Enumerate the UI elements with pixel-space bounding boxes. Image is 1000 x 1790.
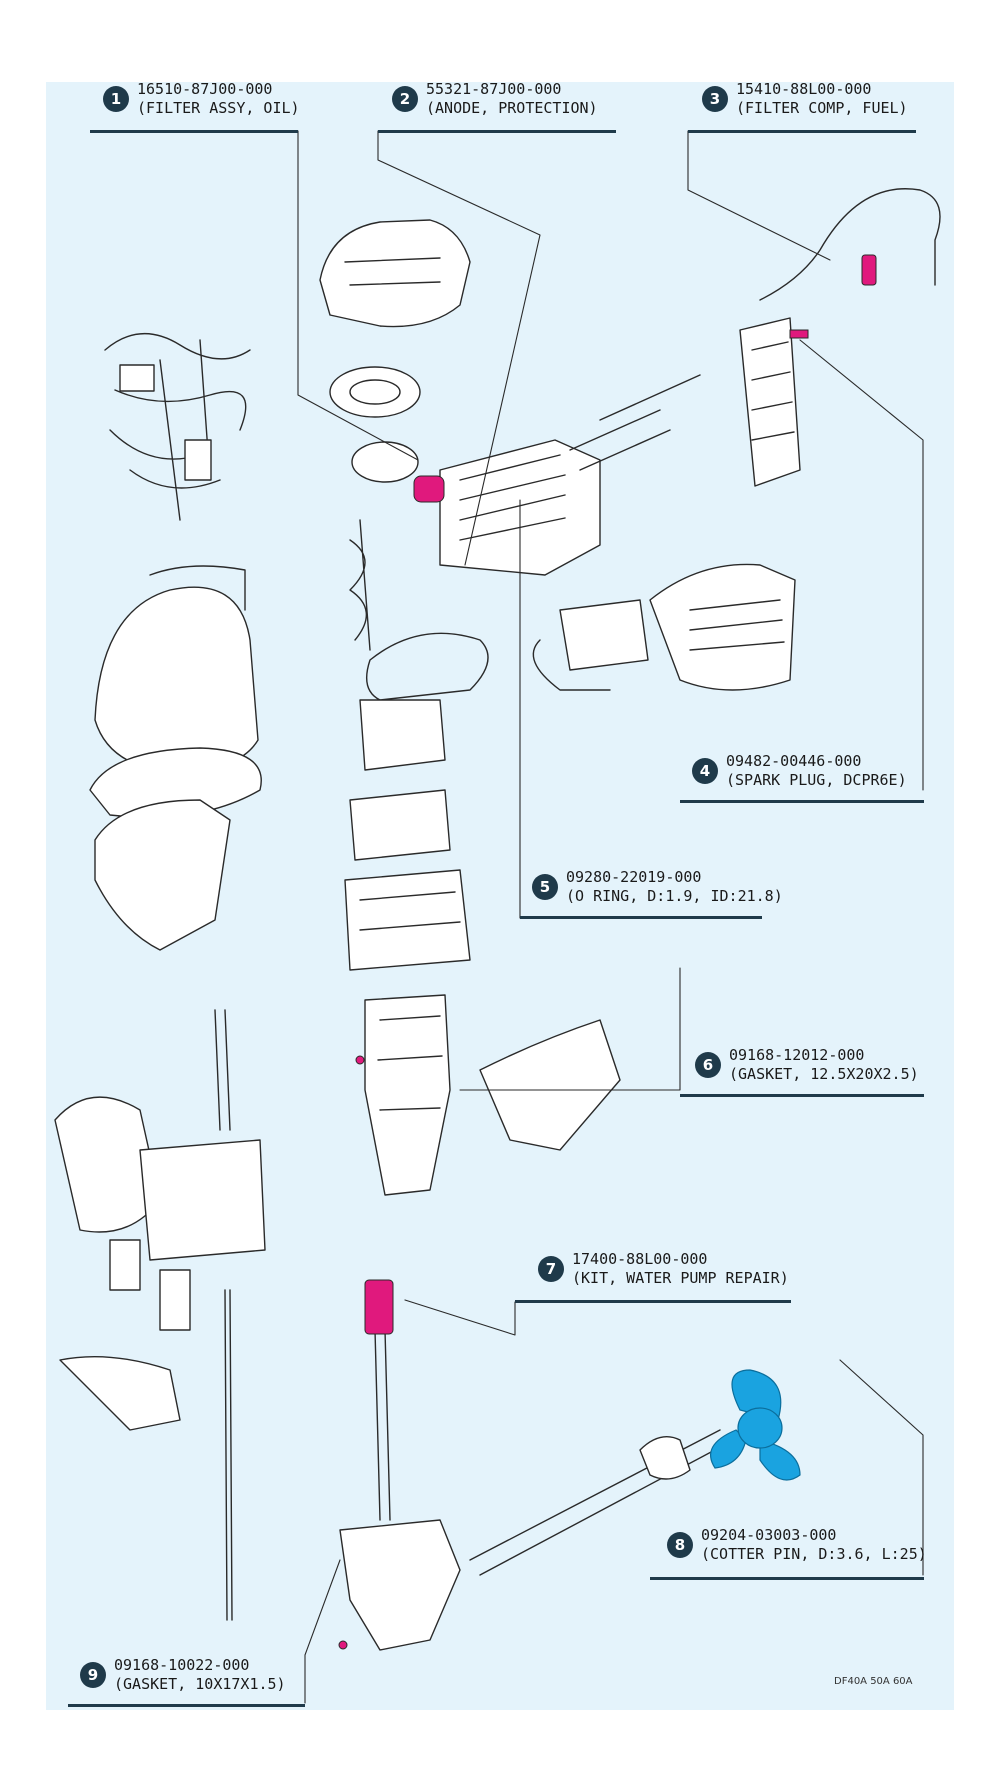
- callout-rule: [378, 130, 616, 133]
- callout-rule: [68, 1704, 305, 1707]
- flywheel-cover: [319, 219, 471, 328]
- callout-5: 5 09280-22019-000(O RING, D:1.9, ID:21.8…: [532, 868, 783, 906]
- callout-1: 1 16510-87J00-000(FILTER ASSY, OIL): [103, 80, 300, 118]
- part-description: (KIT, WATER PUMP REPAIR): [572, 1269, 789, 1287]
- gearcase: [339, 1519, 461, 1651]
- tilt-cylinder: [109, 1239, 191, 1331]
- crankshaft: [349, 519, 371, 651]
- driveshaft-housing: [364, 994, 451, 1196]
- callout-rule: [688, 130, 916, 133]
- callout-8: 8 09204-03003-000(COTTER PIN, D:3.6, L:2…: [667, 1526, 927, 1564]
- callout-rule: [90, 130, 298, 133]
- engine-holder: [344, 869, 471, 971]
- callout-rule: [680, 1094, 924, 1097]
- leader-lines: [297, 130, 924, 1704]
- callout-number-badge: 5: [532, 874, 558, 900]
- callout-rule: [680, 800, 924, 803]
- cylinder-head-cover: [739, 317, 801, 487]
- water-pump-highlight: [364, 1279, 394, 1335]
- callout-number-badge: 6: [695, 1052, 721, 1078]
- timing-belt: [366, 632, 489, 701]
- highlighted-parts: [338, 254, 877, 1650]
- callout-number-badge: 4: [692, 758, 718, 784]
- spark-plug-highlight: [789, 329, 809, 339]
- fuel-hose: [759, 188, 941, 301]
- part-description: (GASKET, 12.5X20X2.5): [729, 1065, 919, 1083]
- callout-9: 9 09168-10022-000(GASKET, 10X17X1.5): [80, 1656, 286, 1694]
- callout-number-badge: 1: [103, 86, 129, 112]
- propeller: [710, 1369, 801, 1481]
- engine-cover: [94, 586, 259, 773]
- callout-number-badge: 3: [702, 86, 728, 112]
- callout-number-badge: 2: [392, 86, 418, 112]
- gasket-highlight: [355, 1055, 365, 1065]
- part-description: (O RING, D:1.9, ID:21.8): [566, 887, 783, 905]
- swivel-bracket: [479, 1019, 621, 1151]
- part-description: (FILTER ASSY, OIL): [137, 99, 300, 117]
- part-number: 17400-88L00-000: [572, 1250, 708, 1268]
- part-description: (ANODE, PROTECTION): [426, 99, 598, 117]
- callout-3: 3 15410-88L00-000(FILTER COMP, FUEL): [702, 80, 908, 118]
- callout-6: 6 09168-12012-000(GASKET, 12.5X20X2.5): [695, 1046, 919, 1084]
- part-number: 09168-12012-000: [729, 1046, 865, 1064]
- callout-number-badge: 9: [80, 1662, 106, 1688]
- part-description: (FILTER COMP, FUEL): [736, 99, 908, 117]
- part-description: (GASKET, 10X17X1.5): [114, 1675, 286, 1693]
- part-description: (COTTER PIN, D:3.6, L:25): [701, 1545, 927, 1563]
- callout-4: 4 09482-00446-000(SPARK PLUG, DCPR6E): [692, 752, 907, 790]
- callout-number-badge: 7: [538, 1256, 564, 1282]
- callout-rule: [650, 1577, 924, 1580]
- bottom-cowling: [94, 799, 231, 951]
- part-number: 55321-87J00-000: [426, 80, 562, 98]
- part-number: 09168-10022-000: [114, 1656, 250, 1674]
- stator: [351, 441, 419, 483]
- part-number: 16510-87J00-000: [137, 80, 273, 98]
- callout-7: 7 17400-88L00-000(KIT, WATER PUMP REPAIR…: [538, 1250, 789, 1288]
- callout-rule: [515, 1300, 791, 1303]
- callout-2: 2 55321-87J00-000(ANODE, PROTECTION): [392, 80, 598, 118]
- driveshaft: [374, 1329, 391, 1521]
- part-number: 15410-88L00-000: [736, 80, 872, 98]
- wiring-harness: [104, 333, 251, 521]
- callout-number-badge: 8: [667, 1532, 693, 1558]
- part-number: 09204-03003-000: [701, 1526, 837, 1544]
- part-number: 09482-00446-000: [726, 752, 862, 770]
- oil-filter-highlight: [413, 475, 445, 503]
- model-code: DF40A 50A 60A: [834, 1676, 913, 1687]
- part-number: 09280-22019-000: [566, 868, 702, 886]
- flywheel: [329, 366, 421, 418]
- intake-manifold: [649, 563, 796, 691]
- callout-rule: [520, 916, 762, 919]
- fuel-filter-highlight: [861, 254, 877, 286]
- part-description: (SPARK PLUG, DCPR6E): [726, 771, 907, 789]
